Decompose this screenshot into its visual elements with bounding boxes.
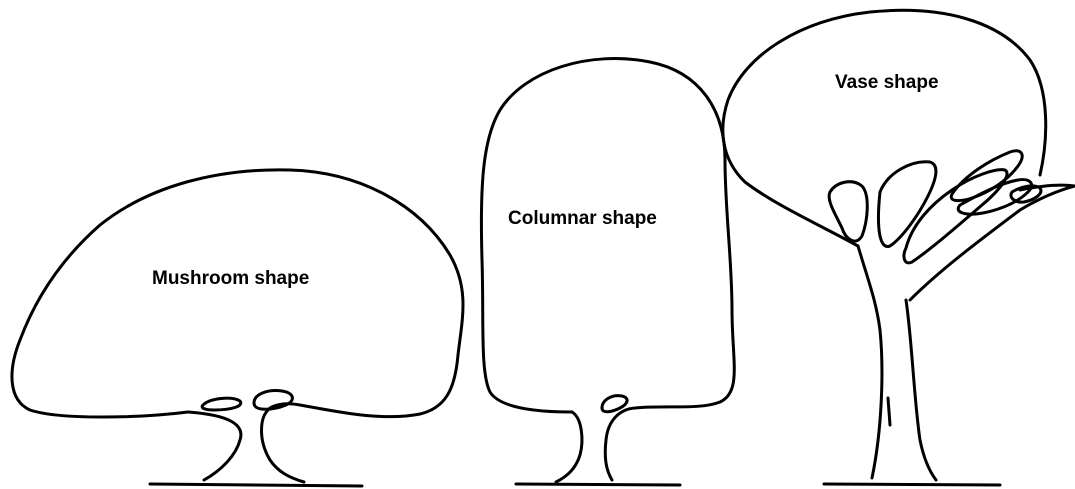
mushroom-ground-line [150,484,362,486]
vase-branch-3 [904,170,1007,263]
vase-trunk [858,246,936,480]
mushroom-branch-left [202,398,241,410]
vase-branch-2 [878,162,935,247]
columnar-canopy [481,59,734,480]
columnar-label: Columnar shape [508,208,657,229]
columnar-trunk-left [556,412,582,482]
columnar-branch [602,396,627,412]
columnar-ground-line [516,484,680,485]
vase-label: Vase shape [835,72,939,93]
mushroom-label: Mushroom shape [152,268,309,289]
vase-tree: Vase shape [723,10,1075,485]
mushroom-trunk-left [188,412,241,480]
vase-ground-line [824,484,1000,485]
vase-trunk-mark [888,398,890,425]
columnar-tree: Columnar shape [481,59,734,485]
mushroom-canopy [12,170,463,482]
mushroom-tree: Mushroom shape [12,170,463,486]
